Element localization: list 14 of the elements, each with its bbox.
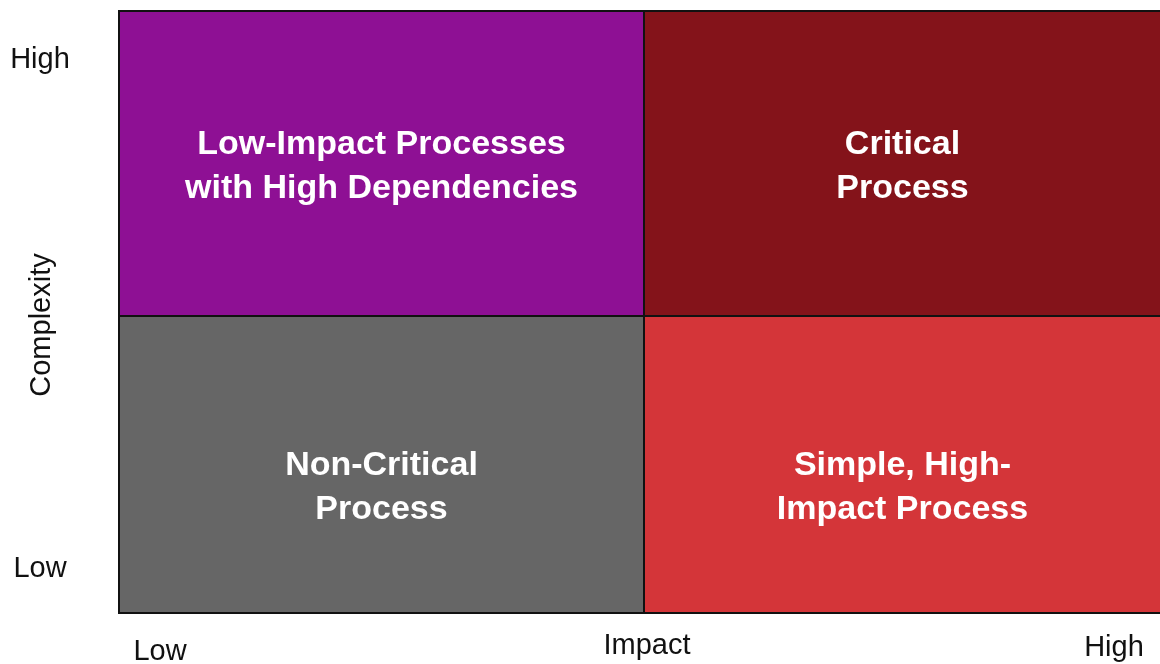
quadrant-box <box>120 317 645 612</box>
axis-title: Impact <box>603 627 691 661</box>
quadrant-box <box>645 317 1160 612</box>
axis-tick-label: Low <box>133 633 187 664</box>
quadrant-title: Simple, High-Impact Process <box>775 442 1030 528</box>
quadrant-title: Critical Process <box>835 121 970 207</box>
axis-tick-label: High <box>1084 629 1144 663</box>
axis-tick-label: High <box>10 41 70 75</box>
quadrant-title: Low-Impact Processes with High Dependencies <box>184 121 579 207</box>
quadrant-box <box>645 12 1160 317</box>
axis-title: Complexity <box>23 253 57 397</box>
axis-tick-label: Low <box>13 550 67 584</box>
quadrant-title: Non-Critical Process <box>284 442 479 528</box>
quadrant-box <box>120 12 645 317</box>
